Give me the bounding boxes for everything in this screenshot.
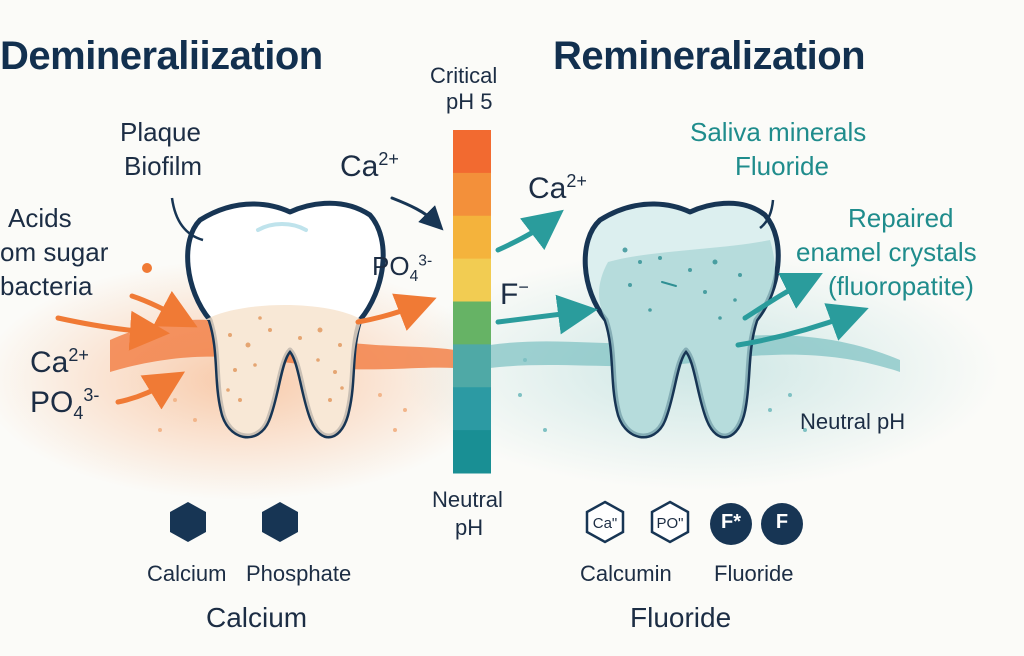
repaired-label-3: (fluoropatite) bbox=[828, 271, 974, 301]
repaired-label-2: enamel crystals bbox=[796, 237, 977, 267]
f-star-badge-text: F* bbox=[721, 511, 741, 533]
phosphate-legend-label: Phosphate bbox=[246, 561, 352, 586]
ph-segment-6 bbox=[453, 344, 491, 388]
saliva-pointer bbox=[759, 199, 775, 229]
plaque-pointer bbox=[170, 197, 204, 242]
plaque-label-1: Plaque bbox=[120, 117, 201, 147]
arrow-ca-to-scale bbox=[390, 196, 444, 231]
ph-segment-3 bbox=[453, 215, 491, 260]
ca-low-label: Ca2+ bbox=[30, 345, 89, 379]
scale-bottom-label-2: pH bbox=[455, 515, 484, 540]
ph-segment-8 bbox=[453, 430, 491, 474]
title-demineralization: Demineraliization bbox=[0, 34, 323, 78]
ca-badge bbox=[585, 500, 625, 544]
f-badge bbox=[761, 503, 803, 545]
scale-top-label-1: Critical bbox=[430, 63, 498, 88]
f-star-badge bbox=[710, 503, 752, 545]
ph-segment-1 bbox=[453, 130, 491, 174]
f-right-label: F− bbox=[500, 277, 529, 311]
acids-label-1: Acids bbox=[8, 203, 72, 233]
ph-segment-7 bbox=[453, 387, 491, 431]
ph-segment-5 bbox=[453, 301, 491, 345]
po-badge bbox=[650, 500, 690, 544]
scale-top-label-2: pH 5 bbox=[446, 89, 493, 114]
f-badge-text: F bbox=[775, 511, 789, 533]
saliva-label-1: Saliva minerals bbox=[690, 117, 867, 147]
calcumin-legend-label: Calcumin bbox=[580, 561, 672, 586]
po-badge-text: PO" bbox=[656, 515, 684, 532]
arrow-acids-1 bbox=[129, 290, 198, 328]
arrow-repaired-1 bbox=[742, 273, 823, 321]
po-mid-label: PO43- bbox=[372, 251, 433, 286]
ph-segment-2 bbox=[453, 172, 491, 217]
ph-segment-4 bbox=[453, 258, 491, 302]
arrow-f-right bbox=[495, 294, 598, 335]
calcium-hex bbox=[170, 502, 206, 542]
arrow-ca-right bbox=[495, 209, 564, 253]
ca-right-label: Ca2+ bbox=[528, 171, 587, 205]
arrow-ions-low bbox=[115, 371, 186, 410]
right-bottom-label: Fluoride bbox=[630, 602, 732, 633]
ca-badge-text: Ca" bbox=[592, 515, 618, 532]
acids-label-3: bacteria bbox=[0, 271, 93, 301]
repaired-label-1: Repaired bbox=[848, 203, 954, 233]
po-low-label: PO43- bbox=[30, 385, 100, 423]
saliva-label-2: Fluoride bbox=[735, 151, 829, 181]
arrow-repaired-2 bbox=[735, 303, 869, 348]
left-bottom-label: Calcium bbox=[206, 602, 308, 633]
right-tooth bbox=[582, 200, 781, 439]
scale-bottom-label-1: Neutral bbox=[432, 487, 503, 512]
ph-scale bbox=[453, 130, 491, 474]
arrow-po-out bbox=[355, 293, 437, 331]
fluoride-legend-label: Fluoride bbox=[714, 561, 794, 586]
left-tooth bbox=[185, 200, 386, 439]
neutral-ph-label: Neutral pH bbox=[800, 409, 906, 434]
ca-top-label: Ca2+ bbox=[340, 149, 399, 183]
calcium-legend-label: Calcium bbox=[147, 561, 227, 586]
plaque-label-2: Biofilm bbox=[124, 151, 203, 181]
title-remineralization: Remineralization bbox=[553, 34, 866, 78]
arrow-acids-2 bbox=[55, 310, 170, 351]
phosphate-hex bbox=[262, 502, 298, 542]
acids-label-2: om sugar bbox=[0, 237, 109, 267]
acid-dot bbox=[142, 263, 152, 273]
